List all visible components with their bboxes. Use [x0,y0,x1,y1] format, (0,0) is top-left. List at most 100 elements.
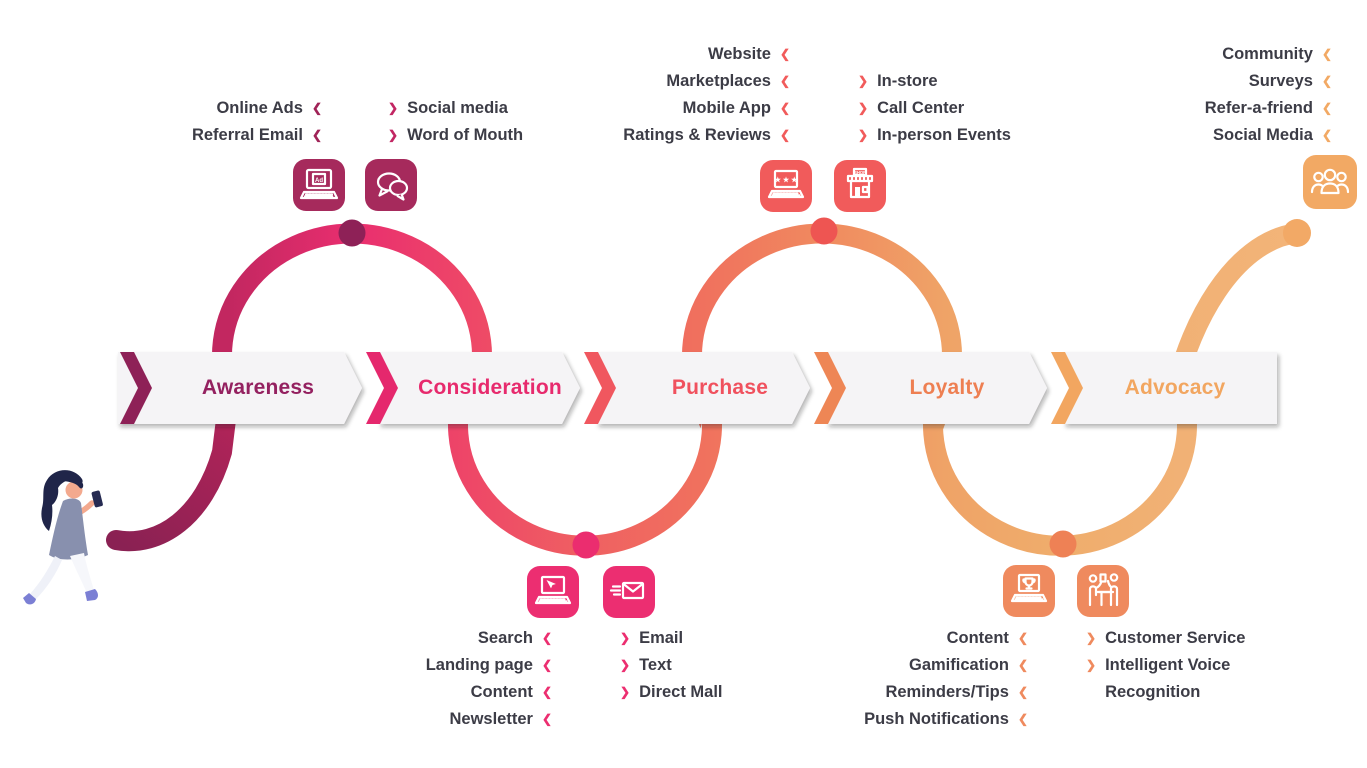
channel-label: Website [707,45,771,63]
channel-label: Text [639,656,672,674]
dot-loyalty [1049,530,1077,558]
banner-chevron-consideration [366,352,398,424]
service-desk-icon [1077,565,1129,617]
channels-purchase-top: Website ❮ Marketplaces ❮ Mobile App ❮ Ratin… [578,41,790,149]
channel-label: Ratings & Reviews [623,126,771,144]
channel-item: Content❮ [344,679,552,706]
channels-purchase-bottom: ❯ Email ❯ Text ❯ Direct Mall [620,625,820,706]
channel-item: Referral Email❮ [122,122,322,149]
chevron-right-icon: ❯ [858,128,869,142]
banner-segment-advocacy [1063,352,1277,424]
channels-loyalty-bottom: Content❮ Gamification❮ Reminders/Tips❮ P… [806,625,1028,733]
chevron-right-icon: ❯ [388,128,399,142]
chevron-left-icon: ❮ [311,101,322,115]
channel-item: Reminders/Tips ❮ [806,679,1028,706]
channels-loyalty-top: ❯ In-store ❯ Call Center ❯In-person Events [858,68,1078,149]
chevron-right-icon: ❯ [858,101,869,115]
channel-label: Online Ads [216,99,303,117]
tile-email [603,566,655,618]
svg-text:★ ★ ★: ★ ★ ★ [775,176,798,184]
chevron-right-icon: ❯ [388,101,399,115]
channel-label: Email [639,629,684,647]
channels-advocacy-top: Community❮ Surveys❮ Refer-a-friend❮ Soci… [1112,41,1332,149]
shop-storefront-icon: SHOP [834,160,886,212]
chevron-right-icon: ❯ [620,658,631,672]
channel-item: ❯In-person Events [858,122,1078,149]
channel-item: ❯ Social media [388,95,608,122]
stage-label-consideration: Consideration [418,376,562,399]
stage-banner [118,352,1277,424]
chevron-left-icon: ❮ [1017,658,1028,672]
channel-label: Marketplaces [666,72,771,90]
dot-consideration [572,531,600,559]
chevron-left-icon: ❮ [779,74,790,88]
chevron-left-icon: ❮ [1321,128,1332,142]
channel-label: Referral Email [191,126,303,144]
channel-item: ❯Intelligent Voice Recognition [1086,652,1296,706]
channel-item: ❯ Text [620,652,820,679]
banner-segment-loyalty [826,352,1047,424]
laptop-trophy-icon [1003,565,1055,617]
banner-chevron-purchase [584,352,616,424]
channel-item: ❯Word of Mouth [388,122,608,149]
channel-item: Push Notifications❮ [806,706,1028,733]
banner-segment-purchase [596,352,810,424]
banner-chevron-advocacy [1051,352,1083,424]
channels-advocacy-bottom: ❯Customer Service ❯Intelligent Voice Rec… [1086,625,1296,706]
channel-item: Marketplaces ❮ [578,68,790,95]
chevron-right-icon: ❯ [620,631,631,645]
channel-label: In-store [877,72,938,90]
channel-label: Landing page [425,656,533,674]
channel-label: Direct Mall [639,683,723,701]
dot-awareness [338,219,366,247]
channel-label: Push Notifications [864,710,1009,728]
channel-item: Community ❮ [1112,41,1332,68]
stage-label-loyalty: Loyalty [909,376,985,399]
stage-label-awareness: Awareness [201,376,315,399]
online-ad-laptop-icon: Ad [293,159,345,211]
banner-segment-awareness [118,352,362,424]
stage-label-advocacy: Advocacy [1124,376,1226,399]
tile-word-of-mouth [365,159,417,211]
channel-label: Customer Service [1105,629,1246,647]
banner-chevron-loyalty [814,352,846,424]
tile-ratings-reviews: ★ ★ ★ [760,160,812,212]
journey-path [106,223,1307,556]
channel-label: Reminders/Tips [885,683,1009,701]
laptop-reviews-icon: ★ ★ ★ [760,160,812,212]
channel-label: Surveys [1248,72,1313,90]
channel-label: Social media [407,99,508,117]
channel-item: Content❮ [806,625,1028,652]
tile-web-search [527,566,579,618]
channel-label: Content [946,629,1009,647]
chevron-right-icon: ❯ [1086,658,1097,672]
channel-item: Refer-a-friend❮ [1112,95,1332,122]
channel-item: ❯Customer Service [1086,625,1296,652]
banner-chevron-start [120,352,152,424]
express-email-icon [603,566,655,618]
channel-item: Online Ads ❮ [122,95,322,122]
tile-store: SHOP [834,160,886,212]
stage-label-purchase: Purchase [671,376,769,399]
channel-label: Newsletter [449,710,533,728]
chevron-left-icon: ❮ [541,631,552,645]
walking-person-illustration [23,470,103,605]
channel-item: ❯ Call Center [858,95,1078,122]
channel-label: Refer-a-friend [1204,99,1313,117]
channel-label: Community [1222,45,1313,63]
dot-purchase [810,217,838,245]
people-community-icon [1304,156,1356,208]
channel-label: Call Center [877,99,965,117]
chevron-left-icon: ❮ [1321,74,1332,88]
tile-customer-service [1077,565,1129,617]
channel-item: ❯ Email [620,625,820,652]
banner-segment-consideration [378,352,580,424]
chevron-left-icon: ❮ [779,47,790,61]
chevron-left-icon: ❮ [1017,685,1028,699]
channel-label: Mobile App [682,99,771,117]
chevron-left-icon: ❮ [1321,47,1332,61]
channel-item: Landing page❮ [344,652,552,679]
channel-item: Social Media❮ [1112,122,1332,149]
